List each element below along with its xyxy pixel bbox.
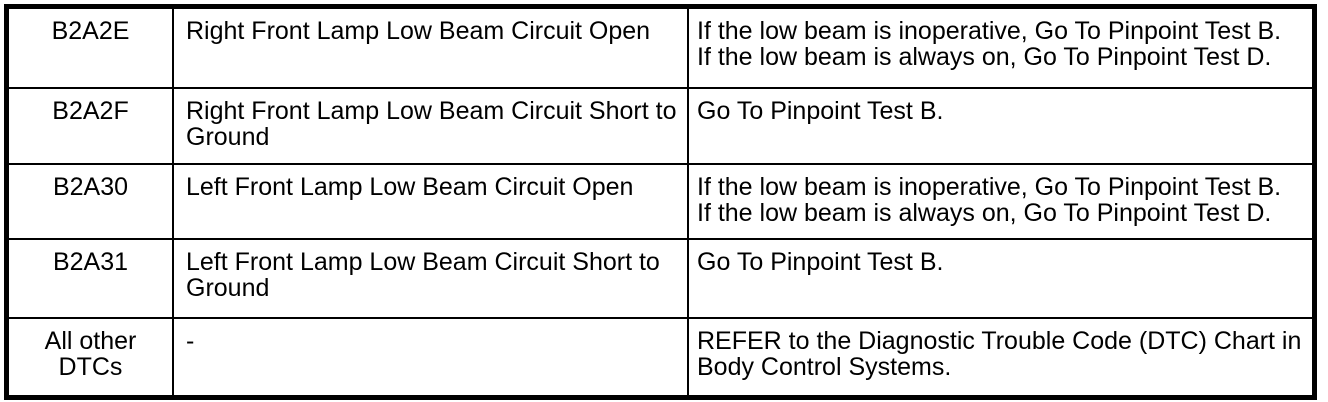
table-row: B2A2E Right Front Lamp Low Beam Circuit …	[9, 9, 1312, 87]
dtc-index-table: B2A2E Right Front Lamp Low Beam Circuit …	[4, 4, 1317, 400]
dtc-action-cell: Go To Pinpoint Test B.	[687, 240, 1308, 317]
dtc-description-cell: Right Front Lamp Low Beam Circuit Short …	[172, 89, 687, 163]
dtc-description-cell: Left Front Lamp Low Beam Circuit Short t…	[172, 240, 687, 317]
dtc-description-cell: Left Front Lamp Low Beam Circuit Open	[172, 165, 687, 238]
dtc-code-cell: All other DTCs	[44, 327, 137, 381]
dtc-code-cell: B2A31	[52, 248, 129, 276]
dtc-code-cell: B2A2F	[52, 97, 129, 125]
dtc-action-cell: If the low beam is inoperative, Go To Pi…	[687, 165, 1308, 238]
table-row: B2A31 Left Front Lamp Low Beam Circuit S…	[9, 238, 1312, 317]
table-row: All other DTCs - REFER to the Diagnostic…	[9, 317, 1312, 395]
dtc-code-cell: B2A2E	[51, 17, 130, 45]
dtc-description-cell: -	[172, 319, 687, 395]
table-row: B2A30 Left Front Lamp Low Beam Circuit O…	[9, 163, 1312, 238]
dtc-code-cell: B2A30	[52, 173, 129, 201]
table-row: B2A2F Right Front Lamp Low Beam Circuit …	[9, 87, 1312, 163]
dtc-action-cell: If the low beam is inoperative, Go To Pi…	[687, 9, 1308, 87]
dtc-action-cell: Go To Pinpoint Test B.	[687, 89, 1308, 163]
dtc-description-cell: Right Front Lamp Low Beam Circuit Open	[172, 9, 687, 87]
dtc-action-cell: REFER to the Diagnostic Trouble Code (DT…	[687, 319, 1308, 395]
